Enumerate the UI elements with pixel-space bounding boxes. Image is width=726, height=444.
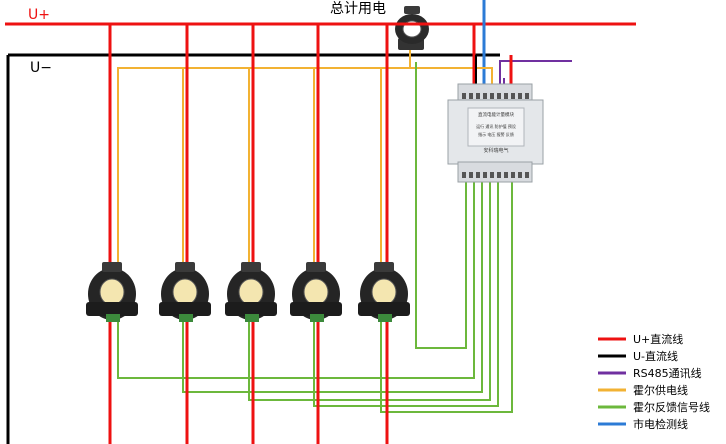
hall-feedback-lines: [117, 62, 513, 413]
energy-meter-module: 直流电能计量模块 运行 通讯 防护值 预设 指示 电压 报警 反馈 安科瑞电气: [447, 83, 544, 183]
legend-item: RS485通讯线: [598, 366, 702, 380]
u-minus-label: U−: [30, 60, 52, 76]
branch-hall-sensor-1: [86, 262, 138, 322]
legend-label: 霍尔反馈信号线: [633, 400, 710, 414]
legend-label: 霍尔供电线: [633, 383, 688, 397]
legend-item: 霍尔反馈信号线: [598, 400, 710, 414]
branch-hall-sensor-3: [225, 262, 277, 322]
legend-label: 市电检测线: [633, 417, 688, 431]
total-consumption-label: 总计用电: [330, 1, 386, 17]
legend-label: RS485通讯线: [633, 366, 702, 380]
device-indicator-row-2: 指示 电压 报警 反馈: [478, 131, 514, 137]
legend-label: U-直流线: [633, 349, 678, 363]
legend-item: 霍尔供电线: [598, 383, 688, 397]
main-hall-sensor: [387, 6, 430, 50]
device-indicator-row-1: 运行 通讯 防护值 预设: [476, 123, 516, 129]
device-title: 直流电能计量模块: [478, 111, 514, 118]
branch-hall-sensor-4: [290, 262, 342, 322]
branch-hall-sensor-2: [159, 262, 211, 322]
legend-label: U+直流线: [633, 332, 683, 346]
legend-item: U-直流线: [598, 349, 678, 363]
device-brand: 安科瑞电气: [483, 147, 508, 154]
branch-hall-sensor-5: [358, 262, 410, 322]
bottom-terminals: [462, 172, 529, 178]
hall-power-lines: [117, 50, 493, 268]
u-plus-label: U+: [28, 7, 50, 23]
legend-item: 市电检测线: [598, 417, 688, 431]
branch-feeders: [108, 24, 389, 444]
top-terminals: [462, 93, 529, 99]
legend-item: U+直流线: [598, 332, 683, 346]
